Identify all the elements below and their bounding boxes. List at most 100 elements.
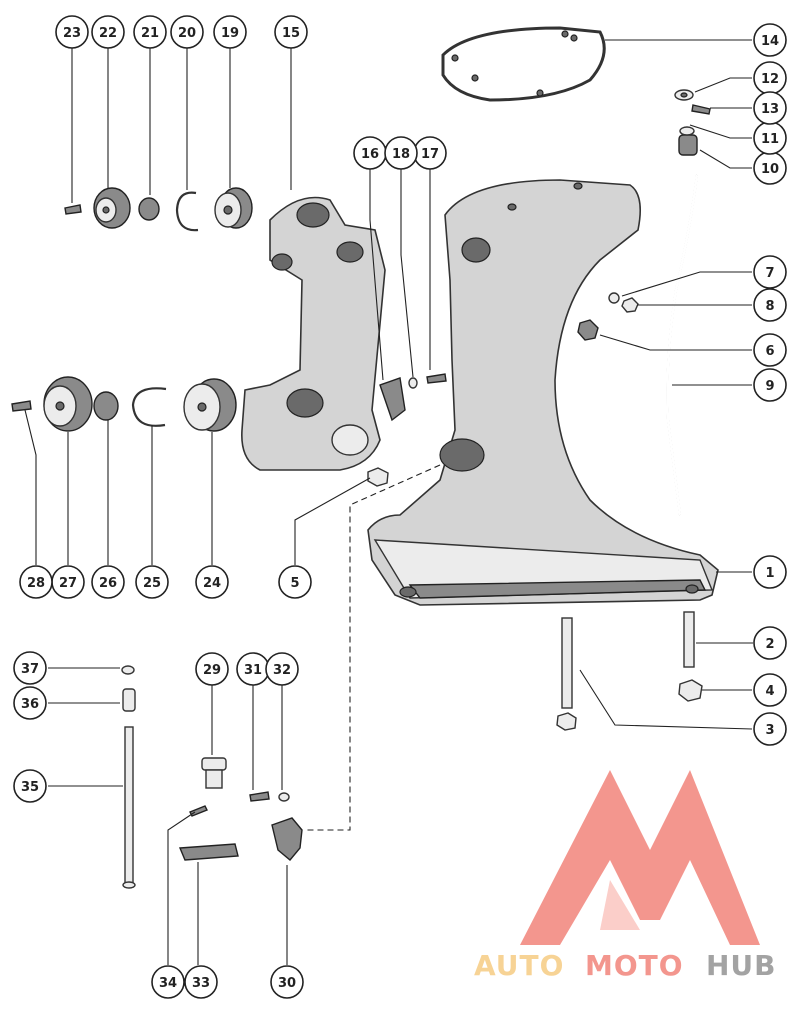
nut-5	[367, 467, 389, 487]
svg-text:13: 13	[761, 102, 779, 117]
callout-22: 22	[91, 15, 125, 49]
bushing-22	[93, 187, 131, 229]
watermark-text-moto: MOTO	[585, 949, 684, 982]
callout-21: 21	[133, 15, 167, 49]
callout-27: 27	[51, 565, 85, 599]
svg-text:6: 6	[765, 344, 774, 359]
watermark-text-auto: AUTO	[474, 949, 564, 982]
svg-text:10: 10	[761, 162, 779, 177]
nut-6	[577, 319, 599, 341]
svg-text:29: 29	[203, 663, 221, 678]
callout-26: 26	[91, 565, 125, 599]
callout-4: 4	[753, 673, 787, 707]
watermark-logo: AUTO MOTO HUB	[474, 770, 776, 982]
svg-text:35: 35	[21, 780, 39, 795]
svg-text:34: 34	[159, 976, 177, 991]
screw-23	[64, 204, 82, 215]
screw-13	[691, 104, 711, 115]
screw-17	[426, 373, 447, 384]
callout-18: 18	[384, 136, 418, 170]
link-33	[178, 843, 239, 861]
callout-13: 13	[753, 91, 787, 125]
svg-text:8: 8	[765, 299, 774, 314]
svg-text:3: 3	[765, 723, 774, 738]
svg-text:31: 31	[244, 663, 262, 678]
callout-25: 25	[135, 565, 169, 599]
svg-text:21: 21	[141, 26, 159, 41]
nut-4	[678, 679, 703, 702]
grommet	[678, 134, 698, 156]
callouts: 1 2 3 4 5 6 7 8 9 10 11 12 13 14 15 16 1…	[13, 15, 787, 999]
svg-text:27: 27	[59, 576, 77, 591]
bushing-29	[201, 757, 227, 789]
snap-ring-20	[175, 191, 199, 232]
insert-26	[93, 391, 119, 421]
svg-text:23: 23	[63, 26, 81, 41]
svg-text:19: 19	[221, 26, 239, 41]
screw-28	[11, 400, 32, 412]
svg-text:4: 4	[765, 684, 774, 699]
nut-7	[608, 292, 620, 304]
svg-text:22: 22	[99, 26, 117, 41]
callout-37: 37	[13, 651, 47, 685]
svg-text:20: 20	[178, 26, 196, 41]
callout-24: 24	[195, 565, 229, 599]
svg-text:37: 37	[21, 662, 39, 677]
callout-5: 5	[278, 565, 312, 599]
svg-text:16: 16	[361, 147, 379, 162]
callout-35: 35	[13, 769, 47, 803]
svg-text:17: 17	[421, 147, 439, 162]
svg-text:7: 7	[765, 266, 774, 281]
callout-28: 28	[19, 565, 53, 599]
callout-9: 9	[753, 368, 787, 402]
leader-lines	[24, 39, 753, 965]
svg-text:25: 25	[143, 576, 161, 591]
callout-33: 33	[184, 965, 218, 999]
callout-1: 1	[753, 555, 787, 589]
washer-18	[408, 377, 418, 389]
bushing-27	[43, 376, 93, 432]
svg-text:30: 30	[278, 976, 296, 991]
bushing-24	[183, 378, 237, 432]
water-tube	[666, 174, 698, 516]
nut-37	[121, 665, 135, 675]
callout-11: 11	[753, 121, 787, 155]
shift-rod-35	[122, 726, 136, 889]
svg-text:1: 1	[765, 566, 774, 581]
screw-31	[249, 791, 270, 802]
callout-16: 16	[353, 136, 387, 170]
washer-12	[674, 89, 694, 101]
callout-10: 10	[753, 151, 787, 185]
svg-text:5: 5	[290, 576, 299, 591]
bushing-19	[214, 187, 253, 229]
callout-3: 3	[753, 712, 787, 746]
shift-lever-30	[271, 817, 303, 861]
callout-15: 15	[274, 15, 308, 49]
callout-29: 29	[195, 652, 229, 686]
callout-12: 12	[753, 61, 787, 95]
plate-16	[379, 377, 406, 422]
svg-text:18: 18	[392, 147, 410, 162]
svg-text:11: 11	[761, 132, 779, 147]
callout-30: 30	[270, 965, 304, 999]
nut-3	[556, 712, 577, 731]
watermark-logo-mark	[520, 770, 760, 945]
svg-text:32: 32	[273, 663, 291, 678]
callout-8: 8	[753, 288, 787, 322]
svg-text:14: 14	[761, 34, 779, 49]
svg-text:33: 33	[192, 976, 210, 991]
stud-2	[683, 611, 695, 668]
svg-text:9: 9	[765, 379, 774, 394]
callout-7: 7	[753, 255, 787, 289]
washer-32	[278, 792, 290, 802]
gasket	[441, 26, 606, 102]
svg-text:15: 15	[282, 26, 300, 41]
svg-text:28: 28	[27, 576, 45, 591]
callout-31: 31	[236, 652, 270, 686]
callout-19: 19	[213, 15, 247, 49]
callout-14: 14	[753, 23, 787, 57]
callout-17: 17	[413, 136, 447, 170]
coupling-36	[122, 688, 136, 712]
callout-34: 34	[151, 965, 185, 999]
